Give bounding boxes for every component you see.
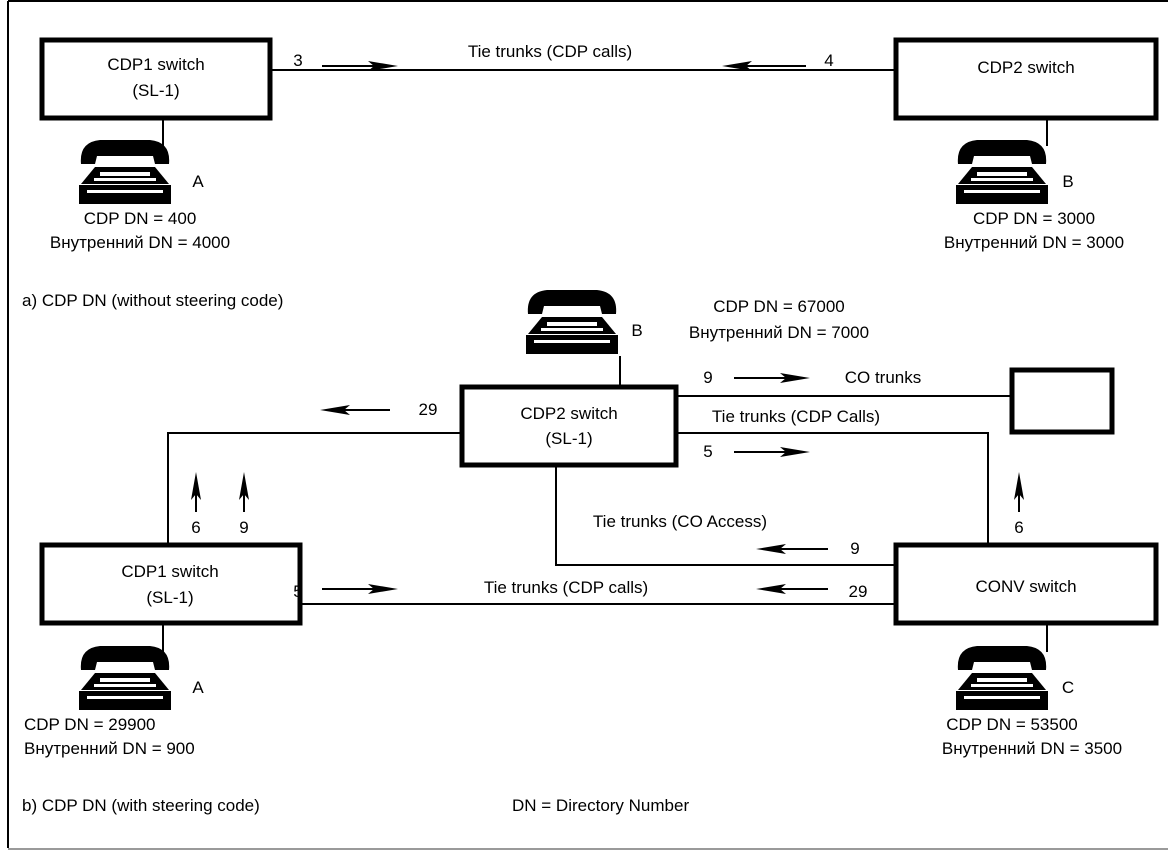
cdp2-switch-box-a <box>893 37 1159 121</box>
tie-cdp-calls-label-top: Tie trunks (CDP Calls) <box>712 407 880 426</box>
up-arrow-9-left <box>239 472 249 512</box>
part-b-diagram: CDP2 switch (SL-1) CDP1 switch (SL-1) CO… <box>22 290 1159 815</box>
code-29-top-label: 29 <box>419 400 438 419</box>
phone-b-internal-dn-a: Внутренний DN = 3000 <box>944 233 1124 252</box>
up-arrow-6-right <box>1014 472 1024 512</box>
tie-cdp-calls-line-top <box>676 432 989 545</box>
phone-a-icon-b <box>79 646 171 710</box>
phone-b-letter-b: B <box>631 321 642 340</box>
phone-a-cdp-dn-b: CDP DN = 29900 <box>24 715 156 734</box>
cdp1-switch-box-b <box>39 542 303 626</box>
tie-left-line <box>167 432 462 545</box>
code-3-label: 3 <box>293 51 302 70</box>
cdp1-switch-sublabel-b: (SL-1) <box>146 588 193 607</box>
conv-switch-box <box>893 542 1159 626</box>
phone-b-icon-b <box>526 290 618 354</box>
tie-cdp-calls-label-bottom: Tie trunks (CDP calls) <box>484 578 648 597</box>
cdp2-switch-sublabel-b: (SL-1) <box>545 429 592 448</box>
phone-b-cdp-dn-b: CDP DN = 67000 <box>713 297 845 316</box>
code-4-label: 4 <box>824 51 833 70</box>
phone-c-internal-dn: Внутренний DN = 3500 <box>942 739 1122 758</box>
phone-b-letter-a: B <box>1062 172 1073 191</box>
up-arrow-6-left <box>191 472 201 512</box>
right-arrow-9-co <box>734 373 810 383</box>
phone-c-letter: C <box>1062 678 1074 697</box>
left-arrow-4 <box>722 61 806 71</box>
tie-trunks-label-a: Tie trunks (CDP calls) <box>468 42 632 61</box>
code-6-right-label: 6 <box>1014 518 1023 537</box>
outer-frame <box>7 0 1168 850</box>
code-5-top-label: 5 <box>703 442 712 461</box>
tie-co-access-line <box>555 465 896 566</box>
phone-a-icon-a <box>79 140 171 204</box>
code-9-left-label: 9 <box>239 518 248 537</box>
code-5-bottom-label: 5 <box>293 582 302 601</box>
conv-switch-label: CONV switch <box>975 577 1076 596</box>
code-6-left-label: 6 <box>191 518 200 537</box>
code-9-access-label: 9 <box>850 539 859 558</box>
phone-b-internal-dn-b: Внутренний DN = 7000 <box>689 323 869 342</box>
dn-legend: DN = Directory Number <box>512 796 689 815</box>
cdp2-switch-label-b: CDP2 switch <box>520 404 617 423</box>
code-9-co-label: 9 <box>703 368 712 387</box>
cdp1-switch-label-a: CDP1 switch <box>107 55 204 74</box>
code-29-bottom-label: 29 <box>849 582 868 601</box>
co-box <box>1009 367 1115 435</box>
part-b-caption: b) CDP DN (with steering code) <box>22 796 260 815</box>
phone-a-internal-dn-a: Внутренний DN = 4000 <box>50 233 230 252</box>
right-arrow-5-top <box>734 447 810 457</box>
cdp1-switch-sublabel-a: (SL-1) <box>132 81 179 100</box>
phone-c-icon <box>956 646 1048 710</box>
left-arrow-9-access <box>756 544 828 554</box>
right-arrow-5-bottom <box>322 584 398 594</box>
tie-co-access-label: Tie trunks (CO Access) <box>593 512 767 531</box>
phone-a-letter-a: A <box>192 172 204 191</box>
cdp1-switch-label-b: CDP1 switch <box>121 562 218 581</box>
left-arrow-29-bottom <box>756 584 828 594</box>
phone-b-icon-a <box>956 140 1048 204</box>
phone-c-cdp-dn: CDP DN = 53500 <box>946 715 1078 734</box>
part-a-diagram: CDP1 switch (SL-1) CDP2 switch Tie trunk… <box>22 37 1159 310</box>
part-a-caption: a) CDP DN (without steering code) <box>22 291 283 310</box>
left-arrow-29-top <box>320 405 390 415</box>
cdp1-switch-box-a <box>39 37 273 121</box>
cdp2-switch-box-b <box>459 384 679 468</box>
co-trunks-label: CO trunks <box>845 368 922 387</box>
right-arrow-3 <box>322 61 398 71</box>
phone-b-cdp-dn-a: CDP DN = 3000 <box>973 209 1095 228</box>
phone-a-cdp-dn-a: CDP DN = 400 <box>84 209 197 228</box>
phone-a-internal-dn-b: Внутренний DN = 900 <box>24 739 195 758</box>
cdp2-switch-label-a: CDP2 switch <box>977 58 1074 77</box>
phone-a-letter-b: A <box>192 678 204 697</box>
